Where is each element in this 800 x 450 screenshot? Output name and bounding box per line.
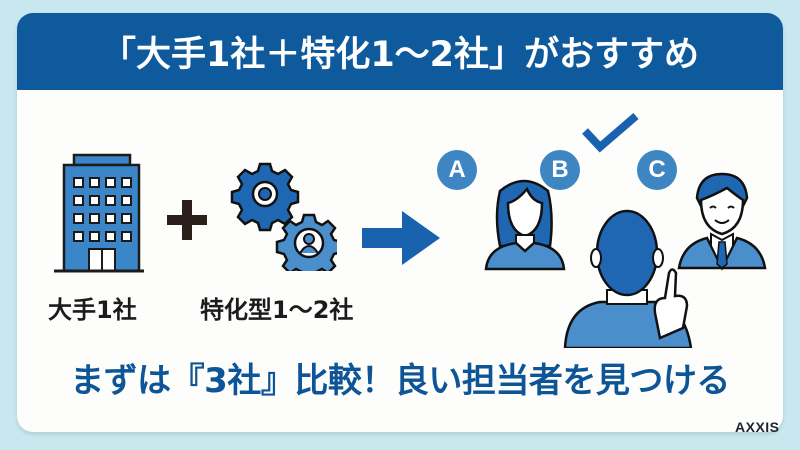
woman-avatar-icon — [484, 179, 566, 271]
office-building-icon — [54, 153, 144, 273]
candidate-badge-b: B — [540, 150, 580, 190]
brand-logo: AXXIS — [735, 419, 780, 435]
footer-message: まずは『3社』比較！良い担当者を見つける — [70, 361, 730, 401]
plus-icon — [167, 200, 207, 240]
page-title: 「大手1社＋特化1〜2社」がおすすめ — [100, 35, 700, 75]
label-major-agency: 大手1社 — [48, 296, 137, 324]
candidate-badge-c: C — [637, 150, 677, 190]
label-specialized-agency: 特化型1〜2社 — [200, 296, 354, 324]
gears-person-icon — [230, 162, 337, 271]
person-pointing-icon — [563, 209, 693, 348]
info-card: 「大手1社＋特化1〜2社」がおすすめ 大手1社 — [17, 13, 783, 432]
man-suit-avatar-icon — [677, 172, 767, 271]
candidate-badge-a: A — [437, 150, 477, 190]
checkmark-icon — [582, 113, 639, 153]
arrow-right-icon — [362, 211, 440, 265]
header-banner: 「大手1社＋特化1〜2社」がおすすめ — [17, 13, 783, 90]
